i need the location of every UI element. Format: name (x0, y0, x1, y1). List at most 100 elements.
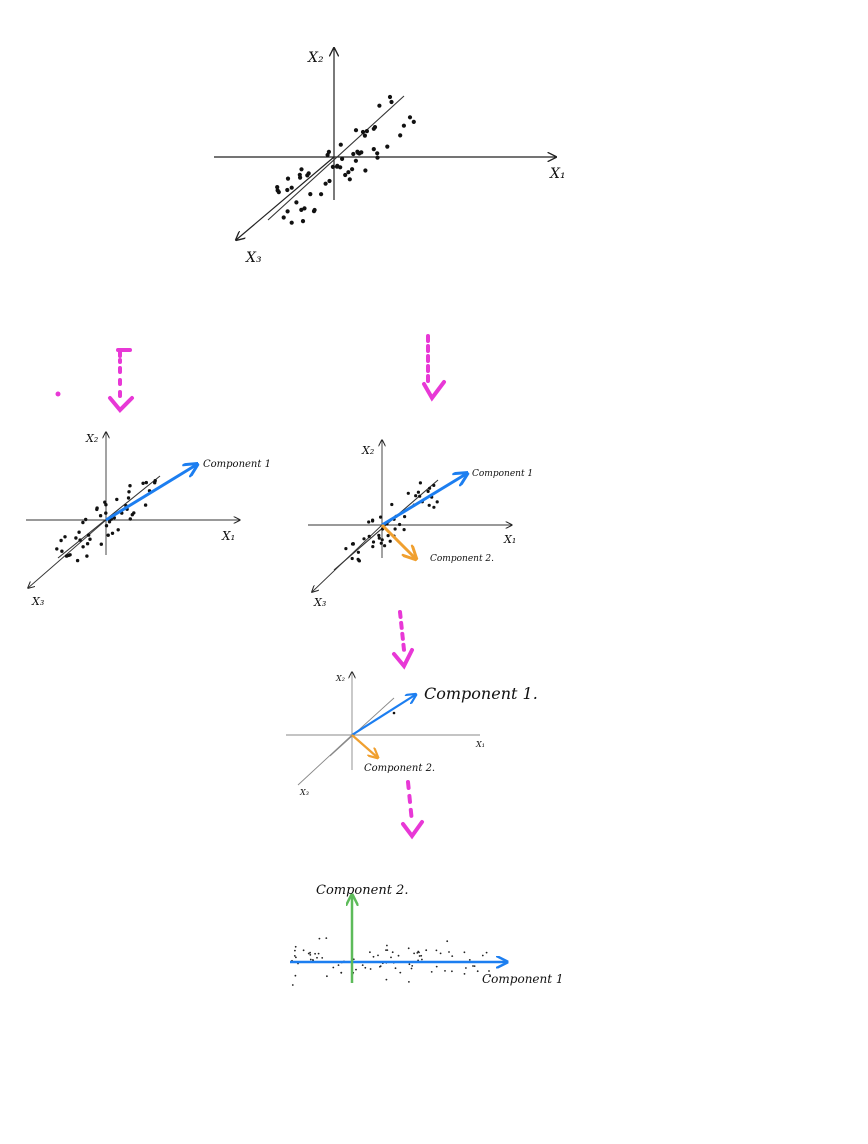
x1-axis-label: X₁ (475, 740, 485, 749)
dotted-down-arrow-icon (422, 334, 446, 402)
scatter-point (285, 187, 290, 193)
scatter-point (281, 215, 286, 220)
projected-point (485, 951, 488, 954)
scatter-point (59, 538, 63, 543)
projected-point (451, 955, 454, 957)
x3-axis (297, 734, 353, 786)
scatter-point (326, 149, 331, 154)
scatter-point (110, 531, 115, 535)
scatter-point (427, 503, 431, 507)
projected-point (337, 964, 340, 966)
scatter-point (127, 490, 131, 494)
scatter-point (351, 542, 355, 546)
projected-point (418, 955, 421, 957)
scatter-point (275, 185, 280, 190)
projected-point (369, 951, 371, 954)
scatter-point (116, 528, 120, 532)
scatter-point (388, 539, 392, 543)
scatter-point (95, 506, 99, 510)
scatter-point (357, 559, 361, 563)
projected-point (385, 949, 387, 951)
scatter-point (398, 522, 402, 527)
x2-axis-label: X₂ (361, 444, 374, 457)
x3-axis-label: X₃ (299, 788, 309, 797)
scatter-points (344, 481, 439, 563)
scatter-point (153, 481, 157, 485)
component1-arrow (105, 465, 196, 522)
projected-point (309, 954, 312, 956)
component2-arrow (351, 734, 377, 757)
scatter-point (88, 537, 92, 541)
projected-point (421, 958, 423, 961)
x3-axis (28, 519, 107, 588)
projected-point (361, 964, 364, 966)
scatter-point (414, 494, 418, 498)
scatter-point (362, 537, 366, 541)
component1-arrow (351, 695, 415, 736)
panel-two-components: Component 1 Component 2. X₂ X₁ X₃ (308, 440, 533, 609)
component2-arrow (380, 523, 415, 558)
scatter-point (371, 519, 375, 523)
projected-point (352, 958, 355, 961)
component2-label: Component 2. (316, 883, 408, 898)
projected-point (355, 968, 357, 971)
projected-point (295, 956, 297, 959)
projected-point (317, 952, 320, 955)
projected-point (386, 949, 389, 951)
scatter-point (402, 528, 406, 532)
scatter-point (299, 167, 304, 172)
projected-point (364, 966, 367, 969)
scatter-point (353, 158, 358, 163)
scatter-points (55, 479, 157, 563)
projected-point (439, 952, 442, 955)
scatter-point (350, 167, 355, 172)
projected-point (326, 975, 328, 978)
projected-point (444, 970, 446, 972)
dotted-down-arrow-icon (401, 780, 424, 840)
scatter-point (416, 490, 420, 494)
projected-point (416, 952, 419, 954)
scatter-point (426, 489, 430, 493)
scatter-point (115, 497, 119, 502)
scatter-point (81, 545, 85, 549)
scatter-point (380, 538, 384, 542)
projected-point (325, 937, 328, 939)
projected-point (309, 958, 312, 961)
scatter-point (298, 175, 303, 180)
projected-point (451, 970, 453, 973)
scatter-point (143, 503, 148, 507)
scatter-point (367, 534, 371, 539)
scatter-point (403, 515, 407, 519)
projected-point (291, 984, 294, 986)
scatter-point (78, 538, 82, 542)
scatter-point (367, 520, 371, 524)
projected-point (294, 974, 297, 977)
projected-point (411, 965, 414, 967)
scatter-point (390, 502, 394, 507)
projected-point (386, 944, 388, 947)
projected-point (307, 952, 310, 955)
projected-point (472, 965, 474, 967)
scatter-point (377, 103, 382, 108)
projected-point (435, 965, 438, 968)
scatter-point (371, 126, 376, 131)
projected-point (377, 954, 379, 957)
projected-point (446, 940, 449, 943)
scatter-point (377, 536, 381, 540)
scatter-point (371, 147, 376, 152)
scatter-point (353, 128, 359, 133)
scatter-point (299, 207, 304, 212)
projected-point (332, 966, 335, 969)
panel-projected-data: Component 2. Component 1 (290, 883, 564, 986)
scatter-point (351, 151, 356, 157)
scatter-point (386, 534, 390, 538)
scatter-point (371, 545, 375, 549)
scatter-point (338, 165, 343, 170)
scatter-point (330, 164, 335, 169)
scatter-point (398, 133, 403, 138)
scatter-points (275, 94, 416, 225)
projected-point (372, 955, 375, 958)
scatter-point (126, 496, 131, 500)
scatter-point (132, 511, 136, 515)
fit-line (267, 95, 405, 221)
